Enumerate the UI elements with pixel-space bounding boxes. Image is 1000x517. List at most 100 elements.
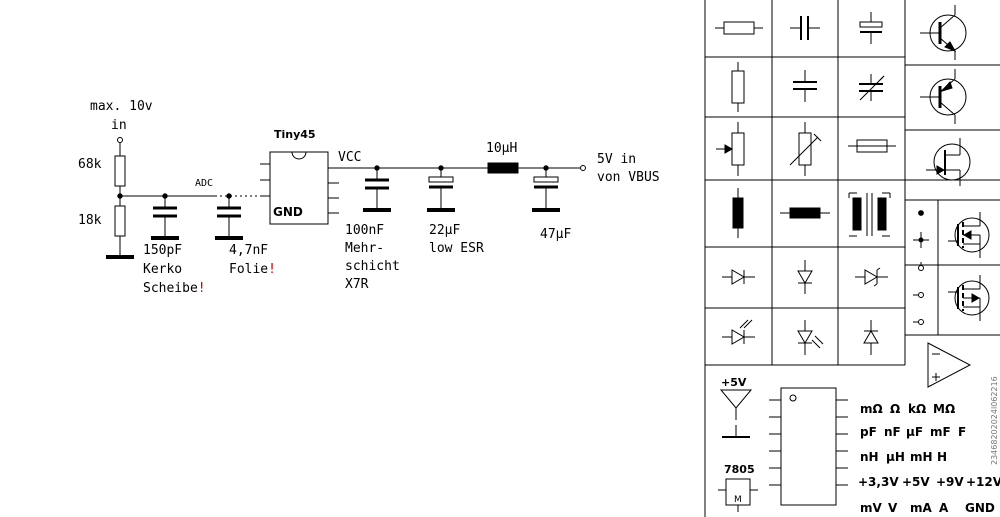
c1-type: Kerko xyxy=(143,262,182,277)
symbol-palette xyxy=(704,0,1000,517)
terminal-tool-2[interactable] xyxy=(913,292,924,298)
unit-label[interactable]: µF xyxy=(906,425,923,439)
unit-label[interactable]: +5V xyxy=(902,475,930,489)
unit-label[interactable]: mH xyxy=(910,450,933,464)
zener-diode-tool[interactable] xyxy=(855,267,888,287)
nmos-tool[interactable] xyxy=(948,212,990,258)
unit-label[interactable]: Ω xyxy=(890,402,900,416)
ic-package-tool[interactable] xyxy=(769,387,848,506)
c1-value: 150pF xyxy=(143,243,182,258)
ground-tool[interactable] xyxy=(722,425,750,438)
capacitor-vertical-tool[interactable] xyxy=(793,70,817,102)
unit-label[interactable]: V xyxy=(888,501,898,515)
jfet-tool[interactable] xyxy=(926,138,971,186)
c2-type: Folie! xyxy=(229,262,276,277)
cap-22uf xyxy=(428,176,454,183)
node-dot-tool[interactable] xyxy=(918,210,924,216)
fuse-tool[interactable] xyxy=(848,139,896,153)
c3-value: 100nF xyxy=(345,223,384,238)
resistor-68k xyxy=(114,155,126,187)
inductor-vertical-tool[interactable] xyxy=(732,188,744,238)
electrolytic-cap-tool[interactable] xyxy=(859,12,883,44)
inductor-horizontal-tool[interactable] xyxy=(780,207,830,219)
schematic-labels: max. 10v in 68k 18k ADC Tiny45 GND VCC 1… xyxy=(78,99,660,296)
diode-up-tool[interactable] xyxy=(863,320,879,355)
junction-dot xyxy=(226,193,232,199)
regulator-pin-label: M xyxy=(734,495,742,505)
resistor-horizontal-tool[interactable] xyxy=(715,21,763,35)
label-18k: 18k xyxy=(78,213,102,228)
chip-name: Tiny45 xyxy=(274,128,316,141)
potentiometer-tool[interactable] xyxy=(716,122,745,176)
led-tool[interactable] xyxy=(797,320,824,355)
input-label: max. 10v xyxy=(90,99,153,114)
vcc-label: VCC xyxy=(338,150,361,165)
trimmer-tool[interactable] xyxy=(789,122,822,176)
label-68k: 68k xyxy=(78,157,102,172)
c3-type3: X7R xyxy=(345,277,369,292)
photodiode-tool[interactable] xyxy=(722,319,755,345)
terminal-tool-3[interactable] xyxy=(913,319,924,325)
input-terminal xyxy=(117,137,123,143)
unit-label[interactable]: +12V xyxy=(966,475,1000,489)
node-cross-tool[interactable] xyxy=(913,232,929,248)
inductor-10uh xyxy=(487,162,519,174)
output-terminal xyxy=(580,165,586,171)
regulator-label: 7805 xyxy=(724,463,755,476)
schematic xyxy=(106,137,586,259)
c5-value: 47µF xyxy=(540,227,571,242)
resistor-18k xyxy=(114,205,126,237)
diode-horizontal-tool[interactable] xyxy=(722,269,755,285)
regulator-tool[interactable] xyxy=(718,478,758,512)
unit-label[interactable]: GND xyxy=(965,501,995,515)
diode-vertical-tool[interactable] xyxy=(797,260,813,294)
cap-47uf xyxy=(533,176,559,183)
adc-label: ADC xyxy=(195,178,213,189)
variable-cap-tool[interactable] xyxy=(859,74,885,101)
unit-label[interactable]: +3,3V xyxy=(858,475,899,489)
chip-tiny45 xyxy=(269,151,329,225)
opamp-tool[interactable] xyxy=(927,342,972,388)
c3-type2: schicht xyxy=(345,259,400,274)
unit-label[interactable]: +9V xyxy=(936,475,964,489)
unit-label[interactable]: kΩ xyxy=(908,402,926,416)
unit-label[interactable]: mV xyxy=(860,501,883,515)
inductor-label: 10µH xyxy=(486,141,517,156)
supply-arrow-tool[interactable] xyxy=(719,389,753,420)
output-label: 5V in xyxy=(597,152,636,167)
unit-label[interactable]: µH xyxy=(886,450,905,464)
unit-label[interactable]: H xyxy=(937,450,947,464)
terminal-tool[interactable] xyxy=(918,262,924,271)
pmos-tool[interactable] xyxy=(948,275,990,321)
unit-label[interactable]: nF xyxy=(884,425,901,439)
chip-notch xyxy=(291,151,307,160)
watermark: 23468202024l062216 xyxy=(990,376,999,465)
unit-label[interactable]: mΩ xyxy=(860,402,883,416)
unit-label[interactable]: mA xyxy=(910,501,933,515)
c1-type2: Scheibe! xyxy=(143,281,206,296)
palette-labels: +5V 7805 M xyxy=(721,376,755,505)
output-label-2: von VBUS xyxy=(597,170,660,185)
pnp-transistor-tool[interactable] xyxy=(920,69,967,124)
chip-gnd-label: GND xyxy=(273,205,303,219)
junction-dot xyxy=(162,193,168,199)
unit-label[interactable]: mF xyxy=(930,425,951,439)
capacitor-horizontal-tool[interactable] xyxy=(790,16,820,40)
unit-label[interactable]: nH xyxy=(860,450,879,464)
unit-label[interactable]: A xyxy=(939,501,949,515)
c3-type1: Mehr- xyxy=(345,241,384,256)
unit-label[interactable]: MΩ xyxy=(933,402,955,416)
c4-type: low ESR xyxy=(429,241,484,256)
transformer-tool[interactable] xyxy=(848,192,891,237)
input-label-in: in xyxy=(111,118,127,133)
supply-label: +5V xyxy=(721,376,747,389)
c4-value: 22µF xyxy=(429,223,460,238)
c2-value: 4,7nF xyxy=(229,243,268,258)
unit-label[interactable]: pF xyxy=(860,425,877,439)
resistor-vertical-tool[interactable] xyxy=(731,62,745,112)
npn-transistor-tool[interactable] xyxy=(920,5,967,60)
unit-label[interactable]: F xyxy=(958,425,966,439)
